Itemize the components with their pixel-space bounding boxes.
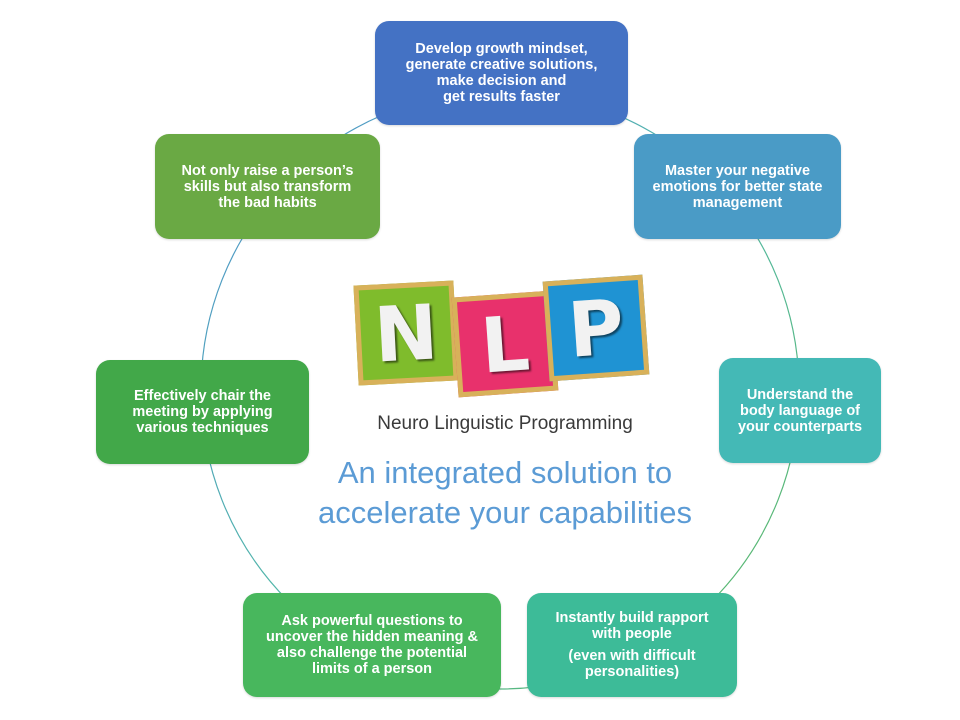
tagline-line-2: accelerate your capabilities (318, 495, 692, 530)
box-line: with people (592, 626, 672, 642)
box-line: also challenge the potential (276, 645, 468, 661)
box-line: the bad habits (218, 194, 317, 211)
box-line: skills but also transform (183, 178, 352, 195)
box-line: Ask powerful questions to (281, 613, 463, 629)
box-line: Instantly build rapport (555, 610, 709, 626)
box-line: Not only raise a person’s (181, 162, 354, 179)
logo-caption: Neuro Linguistic Programming (377, 413, 633, 434)
box-line: body language of (739, 402, 861, 419)
box-line: emotions for better state (652, 178, 823, 195)
box-chair-meeting: Effectively chair the meeting by applyin… (96, 360, 309, 464)
tagline-line-1: An integrated solution to (337, 455, 673, 490)
box-line: management (692, 194, 783, 211)
box-build-rapport: Instantly build rapport with people (eve… (527, 593, 737, 697)
box-line: meeting by applying (132, 404, 273, 420)
box-line: your counterparts (737, 418, 863, 435)
box-body-language: Understand the body language of your cou… (719, 358, 881, 463)
box-line: Master your negative (664, 162, 811, 179)
box-powerful-questions: Ask powerful questions to uncover the hi… (243, 593, 501, 697)
box-line: get results faster (443, 89, 560, 105)
box-negative-emotions: Master your negative emotions for better… (634, 134, 841, 239)
logo-tile-p: P (542, 274, 650, 382)
box-line: Develop growth mindset, (415, 41, 588, 57)
nlp-logo: N L P (350, 270, 660, 400)
box-growth-mindset: Develop growth mindset, generate creativ… (375, 21, 628, 125)
box-note-line: (even with difficult (568, 648, 696, 664)
tagline: An integrated solution to accelerate you… (280, 453, 730, 533)
box-line: uncover the hidden meaning & (266, 629, 478, 645)
box-line: various techniques (136, 420, 269, 436)
box-line: Effectively chair the (134, 388, 271, 404)
box-transform-habits: Not only raise a person’s skills but als… (155, 134, 380, 239)
logo-tile-l: L (451, 290, 559, 398)
box-note-line: personalities) (584, 664, 680, 680)
box-line: make decision and (436, 73, 567, 89)
box-line: generate creative solutions, (405, 57, 598, 73)
box-line: limits of a person (311, 661, 433, 677)
box-line: Understand the (746, 386, 854, 403)
logo-tile-n: N (353, 280, 459, 386)
